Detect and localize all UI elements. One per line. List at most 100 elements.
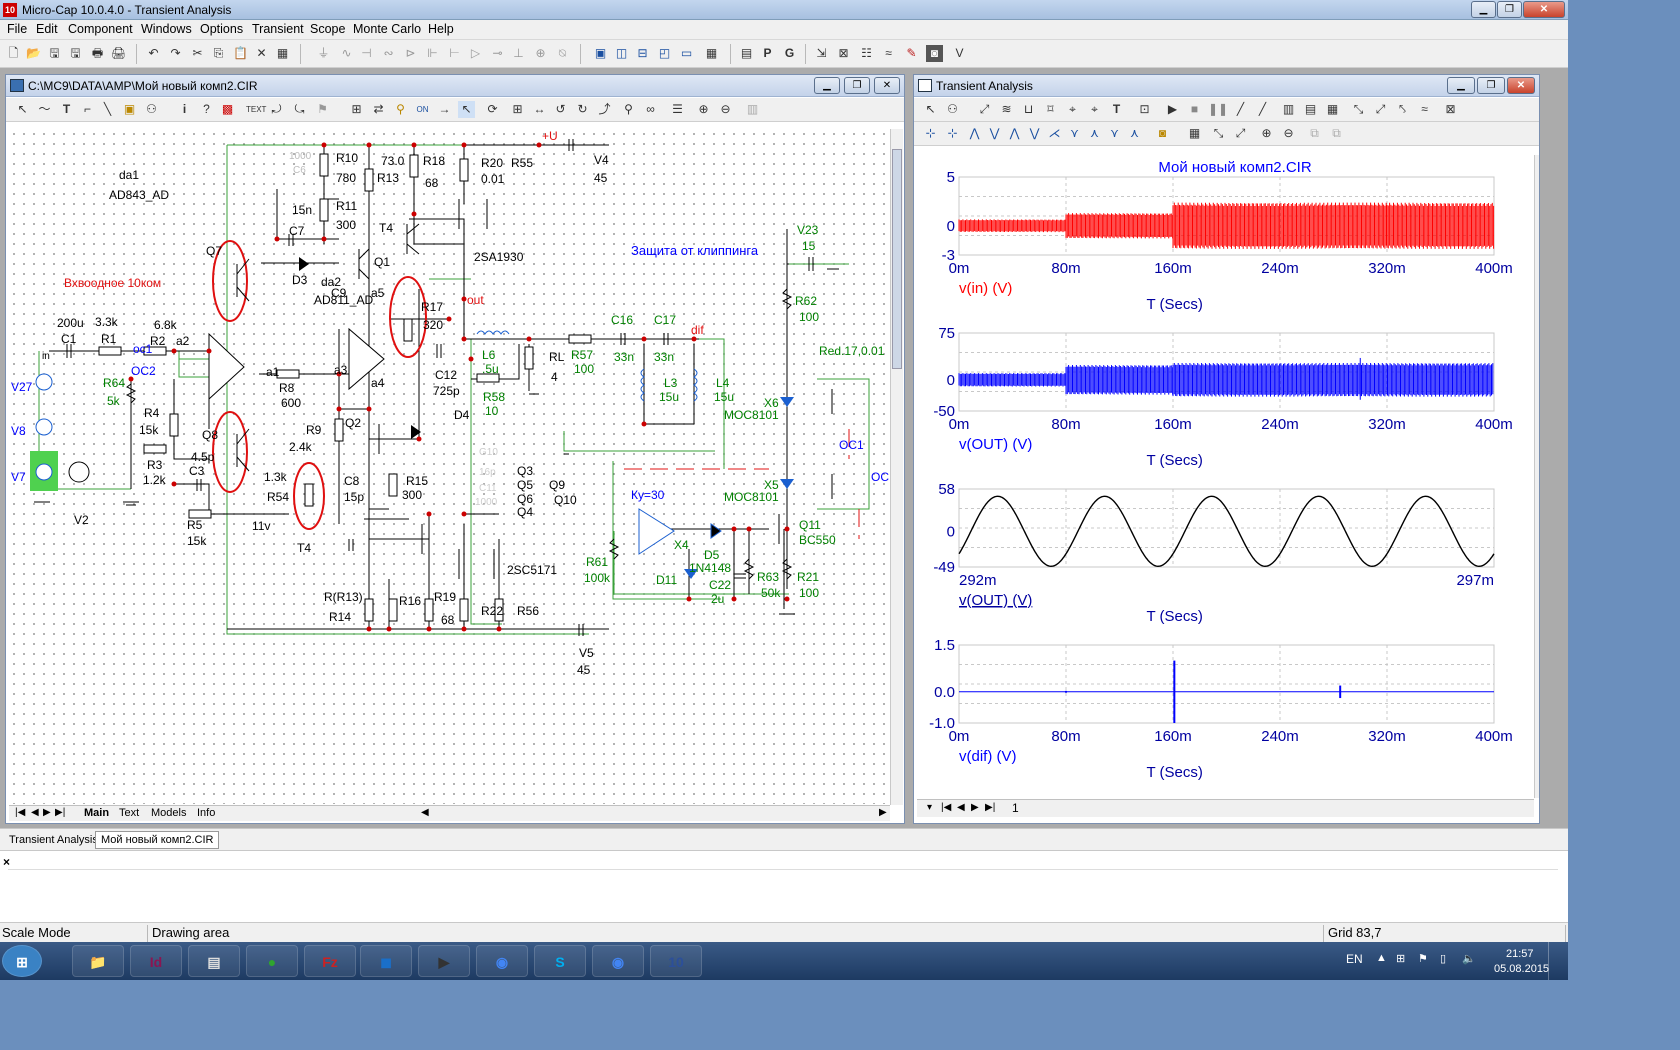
- menu-windows[interactable]: Windows: [141, 22, 192, 36]
- ta-cursor-icon[interactable]: ⤡: [1353, 102, 1364, 116]
- arrow-line-icon[interactable]: →: [438, 102, 451, 116]
- menu-options[interactable]: Options: [200, 22, 244, 36]
- ta-xcursor-icon[interactable]: ⤡: [1213, 126, 1224, 140]
- window-icon[interactable]: ◰: [658, 46, 671, 60]
- zoom-in-icon[interactable]: ⊕: [698, 102, 709, 116]
- scope-icon[interactable]: ◙: [926, 45, 943, 62]
- taskbar-blue-app-icon[interactable]: ◼: [360, 945, 412, 977]
- schematic-vertical-scrollbar[interactable]: [890, 129, 903, 805]
- volume-icon[interactable]: 🔈: [1462, 953, 1476, 965]
- tab-models[interactable]: Models: [151, 807, 187, 819]
- ta-select-icon[interactable]: ↖: [925, 102, 936, 116]
- ta-prev-page-icon[interactable]: ◀: [957, 802, 965, 813]
- print-preview-icon[interactable]: 🖶: [91, 46, 104, 60]
- ta-low-icon[interactable]: ⋁: [989, 126, 1000, 140]
- ta-cursor2-icon[interactable]: ⤢: [1375, 102, 1386, 116]
- tile-horizontal-icon[interactable]: ⊟: [637, 46, 648, 60]
- tray-app-icon[interactable]: ⊞: [1396, 953, 1406, 965]
- diode-icon[interactable]: ⊳: [405, 46, 416, 60]
- page-nav-prev-icon[interactable]: ◀: [31, 807, 39, 818]
- save-icon[interactable]: 🖫: [49, 46, 60, 60]
- binoculars-icon[interactable]: ∞: [646, 102, 655, 116]
- transient-vscroll[interactable]: [1534, 155, 1539, 798]
- tray-flag-icon[interactable]: ⚑: [1418, 953, 1428, 965]
- ta-line2-icon[interactable]: ╱: [1258, 102, 1267, 116]
- ta-tag-icon[interactable]: ⌑: [1047, 102, 1054, 116]
- schematic-scroll-thumb[interactable]: [892, 149, 902, 369]
- rotate-left-icon[interactable]: ↺: [555, 102, 566, 116]
- schematic-minimize[interactable]: ▁: [814, 77, 840, 94]
- info-icon[interactable]: i: [182, 102, 187, 116]
- save-all-icon[interactable]: 🖫: [70, 46, 81, 60]
- zoom-out-icon[interactable]: ⊖: [720, 102, 731, 116]
- source-icon[interactable]: ⊢: [449, 46, 460, 60]
- ta-camera-icon[interactable]: ◙: [1158, 126, 1167, 140]
- text-mode-icon[interactable]: T: [62, 102, 71, 116]
- global-icon[interactable]: G: [784, 46, 795, 60]
- output-close-icon[interactable]: ×: [3, 855, 11, 869]
- transient-minimize[interactable]: ▁: [1447, 77, 1475, 94]
- wire-icon[interactable]: 〜: [38, 102, 51, 116]
- component-mode-icon[interactable]: ▣: [123, 102, 136, 116]
- schematic-restore[interactable]: ❐: [844, 77, 870, 94]
- ortho-wire-icon[interactable]: ⌐: [83, 102, 91, 116]
- calculator-icon[interactable]: ▦: [705, 46, 718, 60]
- inductor-icon[interactable]: ∾: [383, 46, 394, 60]
- ta-line-icon[interactable]: ╱: [1236, 102, 1245, 116]
- taskbar-start-icon[interactable]: ⊞: [2, 945, 42, 977]
- flag-icon[interactable]: ⍉: [558, 46, 567, 60]
- ta-wave2-icon[interactable]: ≈: [1421, 102, 1428, 116]
- ta-last-icon[interactable]: ▶|: [985, 802, 996, 813]
- table-icon[interactable]: ☷: [861, 46, 872, 60]
- taskbar-explorer-icon[interactable]: 📁: [72, 945, 124, 977]
- capacitor-icon[interactable]: ⊣: [361, 46, 372, 60]
- taskbar-chrome-icon[interactable]: ◉: [476, 945, 528, 977]
- transistor-icon[interactable]: ⊕: [535, 46, 546, 60]
- camera-icon[interactable]: ▥: [746, 102, 759, 116]
- mirror-icon[interactable]: ⊞: [512, 102, 523, 116]
- ta-text-icon[interactable]: T: [1112, 102, 1121, 116]
- help-mode-icon[interactable]: ?: [203, 102, 210, 116]
- select-all-icon[interactable]: ▦: [276, 46, 289, 60]
- node-icon[interactable]: ⤿: [294, 102, 305, 116]
- cut-icon[interactable]: ✂: [192, 46, 203, 60]
- flip-icon[interactable]: ↔: [533, 102, 546, 116]
- restore-button[interactable]: ❐: [1497, 1, 1522, 18]
- grid-icon[interactable]: ⊞: [351, 102, 362, 116]
- menu-help[interactable]: Help: [428, 22, 454, 36]
- menu-transient[interactable]: Transient: [252, 22, 304, 36]
- ta-tab-1[interactable]: 1: [1012, 801, 1019, 815]
- pencil-icon[interactable]: ✎: [906, 46, 917, 60]
- bulb-icon[interactable]: ⚲: [396, 102, 405, 116]
- ta-grid3-icon[interactable]: ▦: [1326, 102, 1339, 116]
- delete-icon[interactable]: ✕: [256, 46, 267, 60]
- ta-bottom-icon[interactable]: ⋎: [1070, 126, 1079, 140]
- tile-vertical-icon[interactable]: ◫: [615, 46, 628, 60]
- ta-stop-icon[interactable]: ■: [1190, 102, 1199, 116]
- open-file-icon[interactable]: 📂: [26, 46, 41, 60]
- switch-icon[interactable]: ⊸: [492, 46, 503, 60]
- ta-zoom-out-icon[interactable]: ⊖: [1283, 126, 1294, 140]
- ta-copy-icon[interactable]: ⧉: [1310, 126, 1319, 140]
- page-nav-last-icon[interactable]: ▶|: [55, 807, 66, 818]
- shape-icon[interactable]: ⚇: [146, 102, 157, 116]
- cascade-icon[interactable]: ▣: [594, 46, 607, 60]
- language-indicator[interactable]: EN: [1346, 952, 1363, 966]
- ta-point2-icon[interactable]: ⌖: [1091, 102, 1098, 116]
- clock-time[interactable]: 21:57: [1506, 948, 1534, 960]
- ta-first-icon[interactable]: |◀: [941, 802, 952, 813]
- select-mode-icon[interactable]: ↖: [17, 102, 28, 116]
- redo-icon[interactable]: ↷: [170, 46, 181, 60]
- undo-icon[interactable]: ↶: [148, 46, 159, 60]
- show-desktop-button[interactable]: [1548, 942, 1568, 980]
- taskbar-chrome2-icon[interactable]: ◉: [592, 945, 644, 977]
- taskbar-indesign-icon[interactable]: Id: [130, 945, 182, 977]
- close-button[interactable]: ✕: [1523, 1, 1565, 18]
- hscroll-left-icon[interactable]: ◀: [421, 807, 429, 818]
- ta-chart-icon[interactable]: ⊠: [1445, 102, 1456, 116]
- pin-icon[interactable]: ⤾: [271, 102, 282, 116]
- network-icon[interactable]: ▯: [1440, 953, 1447, 965]
- ta-top-icon[interactable]: ⋏: [1090, 126, 1099, 140]
- swap-icon[interactable]: ⇄: [373, 102, 384, 116]
- find-icon[interactable]: ⚲: [624, 102, 633, 116]
